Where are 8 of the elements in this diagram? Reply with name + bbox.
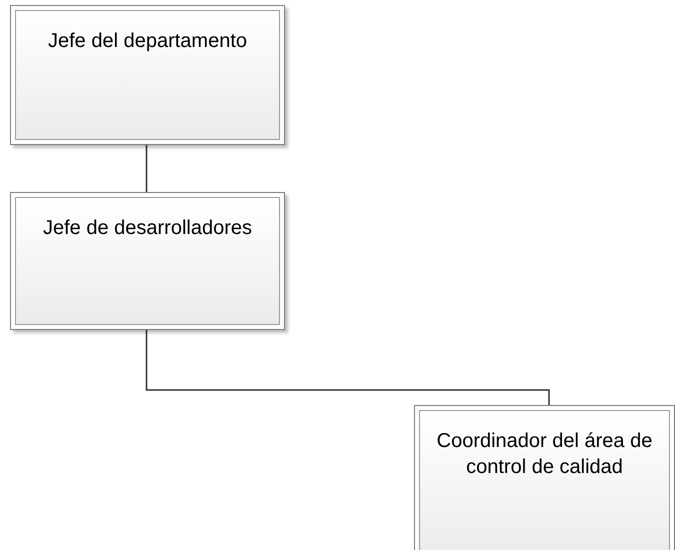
box-label: Jefe del departamento [46, 29, 248, 54]
box-label: Coordinador del área de control de calidad [436, 429, 654, 480]
connector-line [146, 330, 550, 405]
org-box [414, 405, 675, 550]
org-box [10, 192, 285, 330]
org-box [10, 5, 285, 145]
connector-line [146, 145, 148, 192]
box-label: Jefe de desarrolladores [42, 216, 253, 241]
